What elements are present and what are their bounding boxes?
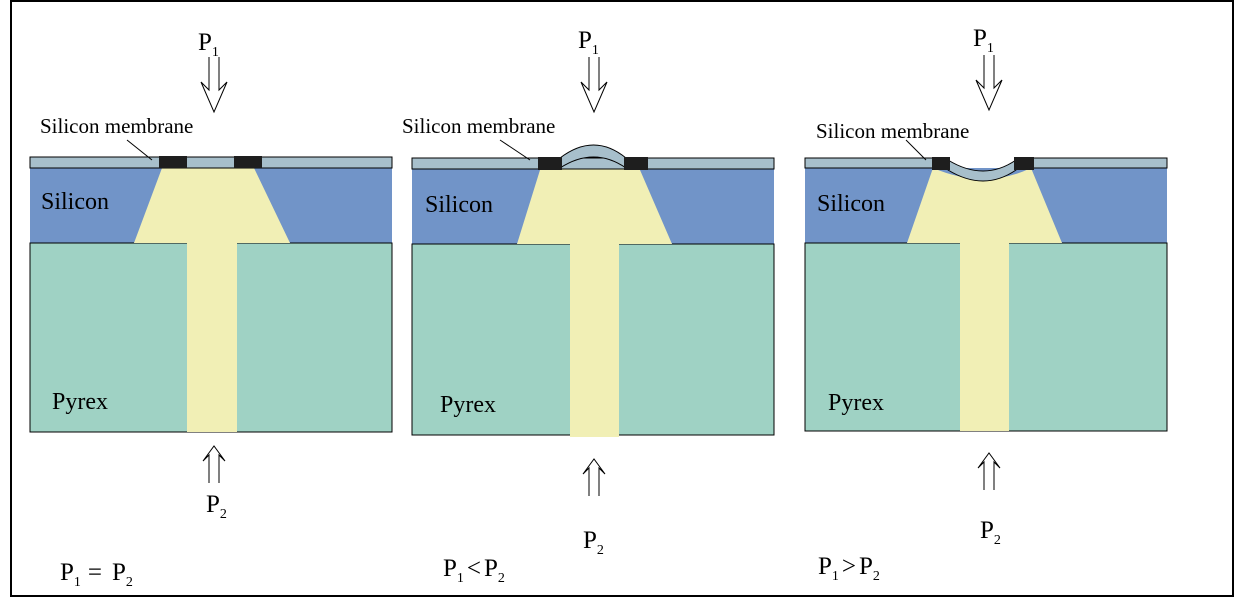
cavity-channel bbox=[134, 168, 290, 432]
membrane-leader-line bbox=[905, 139, 927, 161]
pyrex-label: Pyrex bbox=[440, 392, 496, 418]
membrane-contact-left bbox=[538, 157, 562, 170]
bottom-pressure-arrow-icon bbox=[977, 452, 1001, 490]
membrane-leader-line bbox=[126, 139, 153, 161]
bottom-pressure-arrow-icon bbox=[202, 445, 226, 483]
membrane-contact-left bbox=[159, 156, 187, 168]
top-pressure-label: P1 bbox=[198, 29, 219, 60]
panel-equal: P1 Silicon membrane Silicon Pyrex P2 P1=… bbox=[29, 29, 393, 590]
panel-bulge-up: P1 Silicon membrane Silicon Pyrex P2 P1<… bbox=[402, 27, 775, 586]
membrane-contact-right bbox=[234, 156, 262, 168]
silicon-label: Silicon bbox=[817, 191, 885, 217]
pressure-relation: P1=P2 bbox=[60, 559, 133, 590]
cavity-channel bbox=[517, 160, 672, 437]
membrane-leader-line bbox=[499, 139, 531, 161]
top-pressure-label: P1 bbox=[578, 27, 599, 58]
pyrex-label: Pyrex bbox=[52, 389, 108, 415]
cavity-channel bbox=[907, 168, 1062, 431]
top-pressure-label: P1 bbox=[973, 25, 994, 56]
silicon-membrane bbox=[804, 157, 936, 169]
membrane-contact-right bbox=[624, 157, 648, 170]
pyrex-label: Pyrex bbox=[828, 390, 884, 416]
membrane-label: Silicon membrane bbox=[40, 114, 193, 138]
bottom-pressure-arrow-icon bbox=[582, 458, 606, 496]
top-pressure-arrow-icon bbox=[200, 57, 228, 114]
silicon-membrane bbox=[29, 156, 393, 169]
silicon-membrane bbox=[411, 157, 775, 170]
silicon-label: Silicon bbox=[41, 189, 109, 215]
membrane-label: Silicon membrane bbox=[816, 119, 969, 143]
pressure-relation: P1<P2 bbox=[443, 555, 505, 586]
bottom-pressure-label: P2 bbox=[980, 517, 1001, 548]
membrane-label: Silicon membrane bbox=[402, 114, 555, 138]
membrane-contact-left bbox=[932, 157, 950, 170]
silicon-membrane-right bbox=[1032, 157, 1168, 169]
panel-bulge-down: P1 Silicon membrane Silicon Pyrex P2 P1>… bbox=[804, 25, 1168, 584]
silicon-label: Silicon bbox=[425, 192, 493, 218]
bottom-pressure-label: P2 bbox=[206, 491, 227, 522]
top-pressure-arrow-icon bbox=[580, 57, 608, 114]
pressure-relation: P1>P2 bbox=[818, 553, 880, 584]
bottom-pressure-label: P2 bbox=[583, 527, 604, 558]
top-pressure-arrow-icon bbox=[975, 55, 1003, 112]
membrane-contact-right bbox=[1014, 157, 1034, 170]
